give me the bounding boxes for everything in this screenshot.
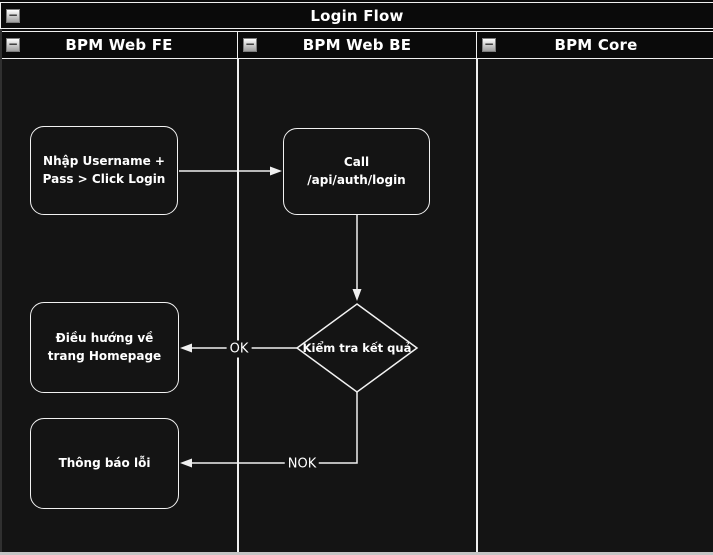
node-redirect-homepage[interactable]: Điều hướng về trang Homepage	[30, 302, 179, 393]
collapse-lane-core-button[interactable]: −	[482, 37, 496, 52]
pool-title: Login Flow	[310, 6, 404, 25]
node-call-login-api[interactable]: Call /api/auth/login	[283, 128, 430, 215]
lane-divider-be-core	[476, 59, 478, 552]
lane-header-bpm-core[interactable]: − BPM Core	[476, 31, 713, 59]
pool-left-border	[0, 29, 2, 552]
node-enter-credentials[interactable]: Nhập Username + Pass > Click Login	[30, 126, 178, 215]
node-show-error-label: Thông báo lỗi	[58, 455, 151, 470]
lane-be-label: BPM Web BE	[302, 36, 412, 54]
arrowhead-right-icon	[270, 166, 282, 176]
collapse-lane-fe-button[interactable]: −	[6, 37, 20, 52]
node-enter-credentials-label: Nhập Username + Pass > Click Login	[42, 154, 166, 186]
lane-header-bpm-web-be[interactable]: − BPM Web BE	[237, 31, 477, 59]
node-show-error[interactable]: Thông báo lỗi	[30, 418, 179, 509]
edge-label-nok[interactable]: NOK	[284, 455, 320, 473]
canvas-bottom-edge	[0, 552, 713, 555]
lane-fe-label: BPM Web FE	[65, 36, 173, 54]
collapse-lane-be-button[interactable]: −	[243, 37, 257, 52]
node-call-login-api-label: Call /api/auth/login	[307, 155, 406, 187]
node-redirect-homepage-label: Điều hướng về trang Homepage	[47, 331, 162, 363]
lane-divider-fe-be	[237, 59, 239, 552]
lane-core-label: BPM Core	[554, 36, 638, 54]
edge-decision-to-error[interactable]	[190, 392, 358, 464]
node-decision-shape[interactable]	[295, 303, 419, 393]
arrowhead-left-icon	[180, 343, 192, 353]
arrowhead-down-icon	[352, 289, 362, 301]
pool-login-flow[interactable]: − Login Flow	[0, 2, 713, 29]
lane-body-bpm-core	[478, 59, 713, 552]
collapse-pool-button[interactable]: −	[6, 7, 20, 23]
edge-label-ok[interactable]: OK	[226, 340, 252, 358]
arrowhead-left-icon	[180, 458, 192, 468]
